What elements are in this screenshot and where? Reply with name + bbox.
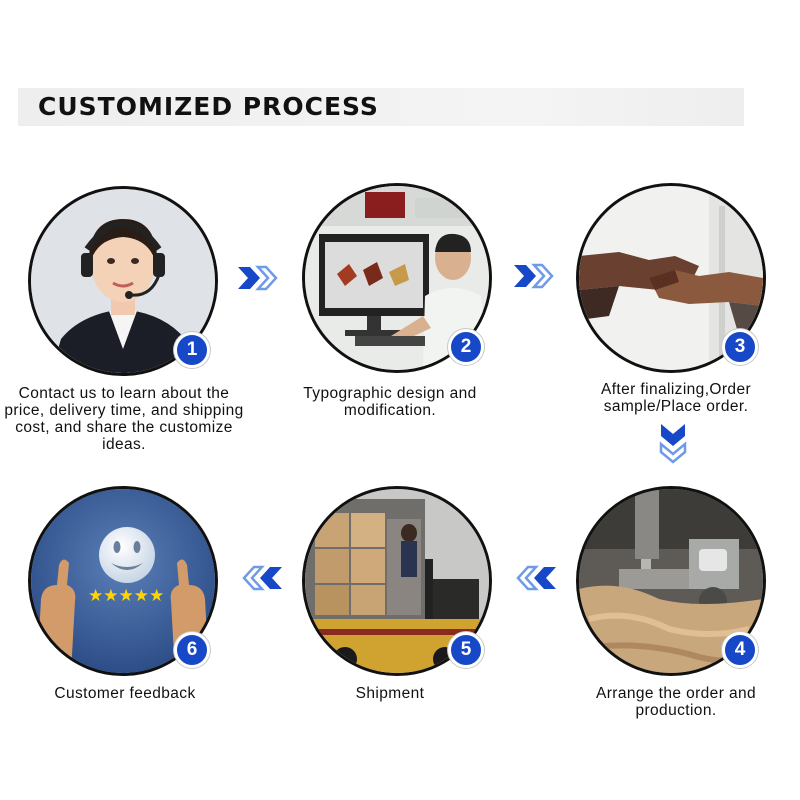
arrow-right-icon (238, 265, 278, 291)
step-5: 5 (302, 486, 492, 676)
title-bar (18, 88, 744, 126)
step-number-badge: 6 (174, 632, 210, 668)
arrow-left-icon (242, 565, 282, 591)
step-1-caption: Contact us to learn about the price, del… (4, 385, 244, 453)
step-number-badge: 3 (722, 329, 758, 365)
step-4-caption: Arrange the order and production. (595, 685, 757, 719)
step-5-caption: Shipment (355, 685, 425, 702)
arrow-left-icon (516, 565, 556, 591)
step-4: 4 (576, 486, 766, 676)
rating-stars: ★★★★★ (88, 586, 165, 605)
step-6-caption: Customer feedback (54, 685, 196, 702)
page-title: CUSTOMIZED PROCESS (38, 92, 379, 121)
step-2: 2 (302, 183, 492, 373)
step-3-caption: After finalizing,Order sample/Place orde… (600, 381, 752, 415)
step-number-badge: 2 (448, 329, 484, 365)
step-2-caption: Typographic design and modification. (303, 385, 477, 419)
step-3: 3 (576, 183, 766, 373)
arrow-right-icon (514, 263, 554, 289)
arrow-down-icon (659, 424, 687, 464)
step-number-badge: 4 (722, 632, 758, 668)
step-number-badge: 5 (448, 632, 484, 668)
step-1: 1 (28, 186, 218, 376)
step-number-badge: 1 (174, 332, 210, 368)
step-6: ★★★★★ 6 (28, 486, 218, 676)
